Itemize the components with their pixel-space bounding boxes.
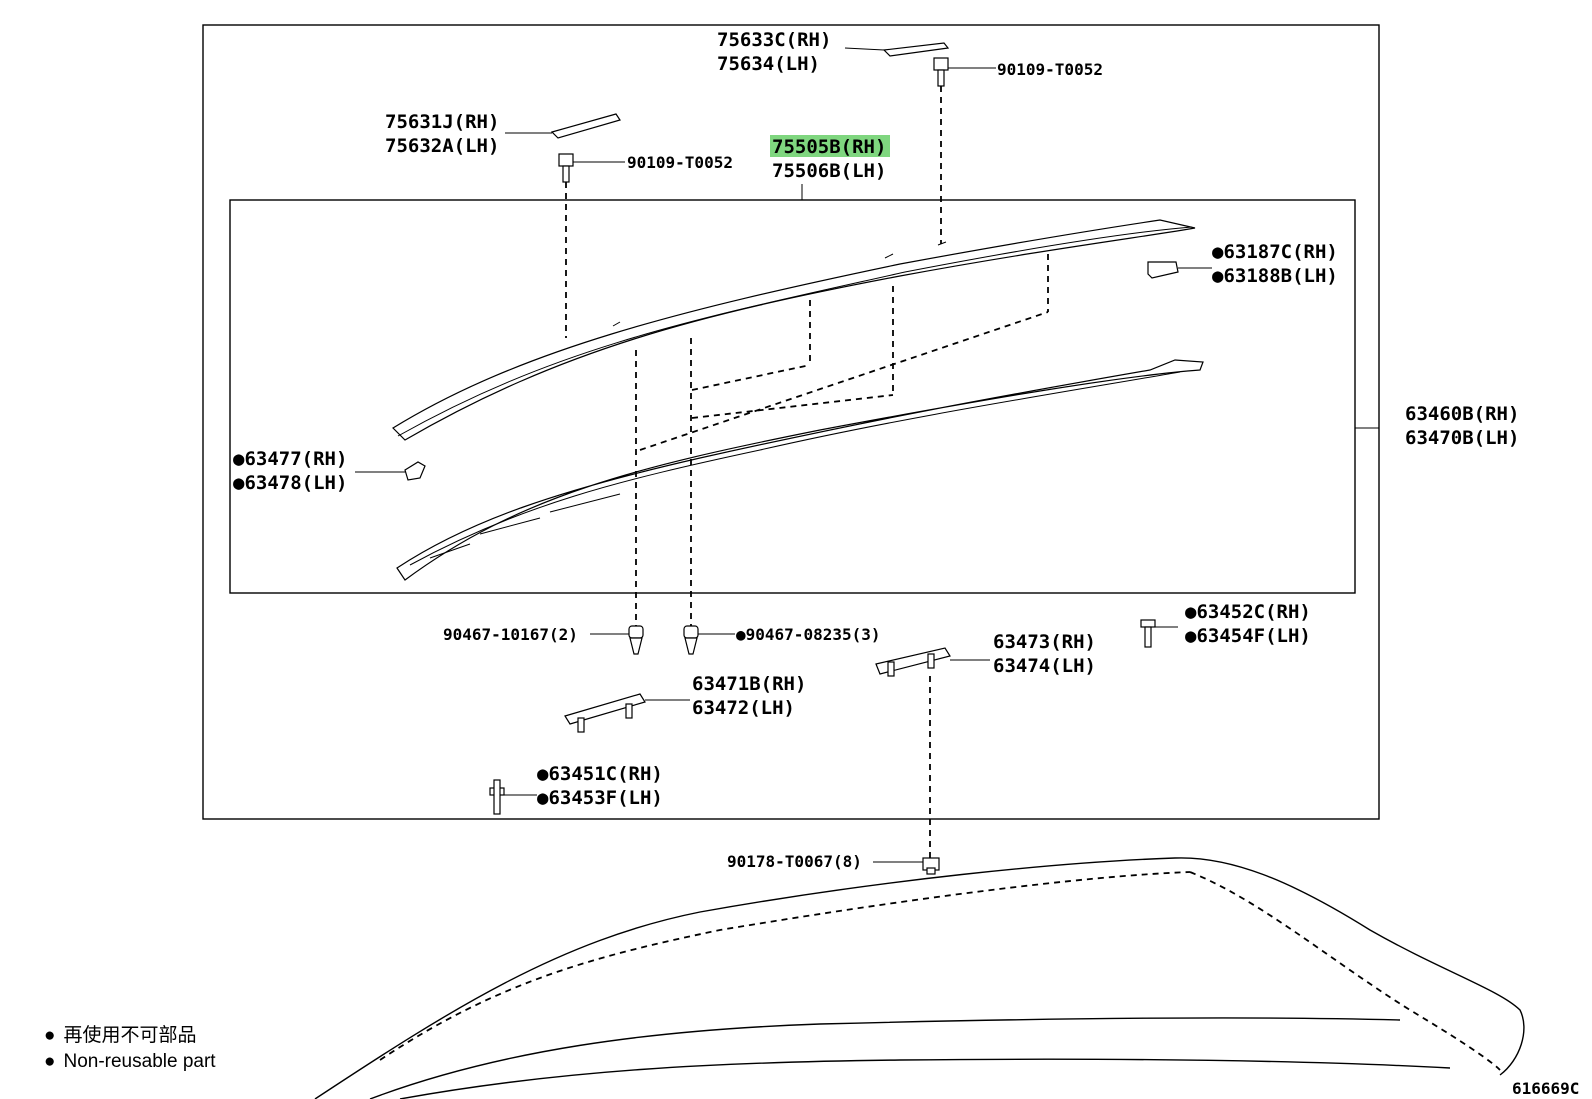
guide-lines [565,86,1049,858]
label-63478: ●63478(LH) [233,472,347,494]
label-63452: ●63452C(RH) [1185,601,1311,623]
non-reusable-marker: ● [1185,601,1197,623]
non-reusable-marker: ● [1185,625,1197,647]
non-reusable-marker: ● [1212,265,1224,287]
label-63471: 63471B(RH) [692,673,806,695]
bracket-63473 [875,647,951,677]
non-reusable-marker: ● [537,787,549,809]
bracket-63471 [564,693,646,733]
front-end-cap [404,461,426,481]
legend-marker: ● [44,1025,55,1046]
label-63460: 63460B(RH) [1405,403,1519,425]
stud-63451-icon [489,779,505,815]
nut-icon [922,857,940,875]
outer-assembly-frame [202,24,1380,820]
label-75634: 75634(LH) [717,53,820,75]
label-63477: ●63477(RH) [233,448,347,470]
inner-assembly-frame [229,199,1356,594]
bolt-top-icon [933,57,949,87]
label-clip-b: ●90467-08235(3) [736,625,881,644]
legend-english: ●Non-reusable part [44,1051,216,1072]
label-63473: 63473(RH) [993,631,1096,653]
roof-rail [392,219,1196,441]
label-63188: ●63188B(LH) [1212,265,1338,287]
roof-rail-base [396,359,1204,581]
non-reusable-marker: ● [233,448,245,470]
leader-lines [355,47,1379,863]
non-reusable-marker: ● [1212,241,1224,263]
label-clip-a: 90467-10167(2) [443,625,578,644]
label-63453: ●63453F(LH) [537,787,663,809]
cover-75631 [550,113,621,139]
label-75631: 75631J(RH) [385,111,499,133]
clip-b-icon [683,625,699,655]
label-bolt-top: 90109-T0052 [997,60,1103,79]
label-63470: 63470B(LH) [1405,427,1519,449]
label-63187: ●63187C(RH) [1212,241,1338,263]
label-75506: 75506B(LH) [772,160,886,182]
label-75633: 75633C(RH) [717,29,831,51]
legend-marker: ● [44,1051,55,1072]
label-75632: 75632A(LH) [385,135,499,157]
label-63472: 63472(LH) [692,697,795,719]
bolt-left-icon [558,153,574,183]
non-reusable-marker: ● [233,472,245,494]
rear-end-cap [1147,261,1179,279]
legend-japanese: ●再使用不可部品 [44,1024,197,1046]
label-63454: ●63454F(LH) [1185,625,1311,647]
label-63451: ●63451C(RH) [537,763,663,785]
label-nut: 90178-T0067(8) [727,852,862,871]
cover-75633 [882,42,950,57]
clip-a-icon [628,625,644,655]
label-bolt-left: 90109-T0052 [627,153,733,172]
non-reusable-marker: ● [736,625,746,644]
figure-id: 616669C [1512,1079,1579,1098]
stud-63452-icon [1140,619,1156,648]
highlight-75505 [770,135,890,157]
label-75505: 75505B(RH) [772,136,886,158]
label-63474: 63474(LH) [993,655,1096,677]
non-reusable-marker: ● [537,763,549,785]
vehicle-roof-outline [314,857,1525,1099]
